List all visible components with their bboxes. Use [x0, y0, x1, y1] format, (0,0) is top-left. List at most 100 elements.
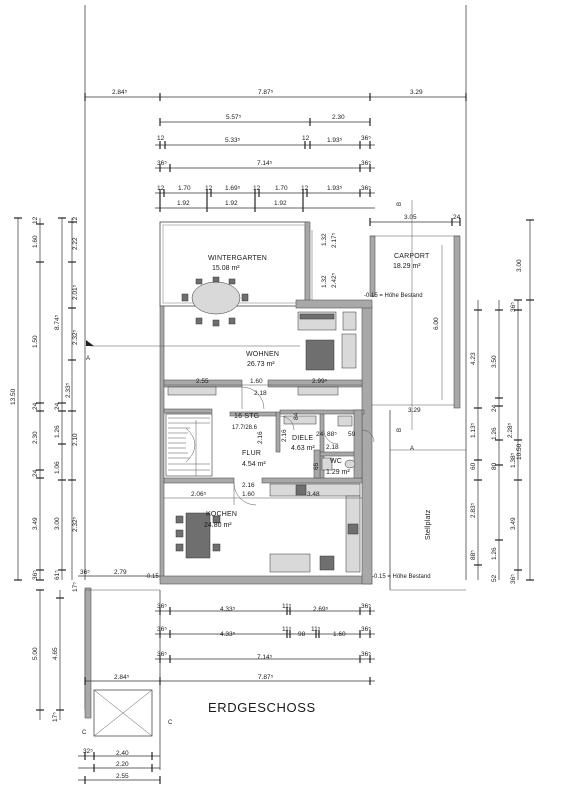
staircase: [165, 413, 213, 477]
dim-bot-r1-0: 36⁵: [157, 603, 167, 610]
dim-top-r5-6: 12: [301, 185, 309, 192]
dim-bot-r6-0: 2.20: [116, 761, 129, 768]
dim-left-c1-6: 3.49: [32, 517, 39, 530]
page-title: ERDGESCHOSS: [208, 700, 316, 715]
dim-carport-329: 3.29: [408, 407, 421, 414]
dimension-columns-left: 13.50 12 1.60 1.50 24 2.30 24 3.49 36⁵ 8…: [10, 216, 79, 722]
dim-top-r5-2: 12: [205, 185, 213, 192]
dim-bot-r4-1: 7.87⁵: [258, 674, 274, 681]
dim-bot-r2-1: 4.33⁵: [220, 631, 236, 638]
dim-bot-r5-1: 2.40: [116, 750, 129, 757]
dim-left-c1-5: 24: [32, 469, 39, 477]
dim-left-c1-1: 1.60: [32, 235, 39, 248]
dim-top-r1-2: 3.29: [410, 89, 423, 96]
section-b-top: B: [397, 202, 403, 206]
dim-carport-w: 3.05: [404, 214, 417, 221]
furniture: [167, 276, 361, 573]
dim-left-c3-7: 17⁵: [72, 582, 79, 592]
dim-left-c3-2: 2.01⁵: [72, 284, 79, 300]
note-hoehe-bottom: -0.15 = Höhe Bestand: [372, 574, 431, 580]
building-walls: [159, 221, 373, 585]
dim-bot-r3-2: 36⁵: [361, 651, 371, 658]
dim-right-c3-3: 3.49: [510, 517, 517, 530]
dim-int-diele-59: 59: [348, 431, 356, 438]
dim-bot-r1-1: 4.33⁵: [220, 606, 236, 613]
dim-int-wohn-right: 2.99⁵: [312, 378, 328, 385]
dim-int-wohn-mid: 1.60: [250, 378, 263, 385]
dim-int-kochen-160: 1.60: [242, 491, 255, 498]
dim-int-wc-65: 65: [313, 462, 320, 470]
dim-bot-r5-0: 32⁵: [83, 748, 93, 755]
dim-left-lower-1: 4.65: [52, 647, 59, 660]
dim-int-diele-24: 24: [316, 431, 324, 438]
dim-int-diele-88: 88⁵: [327, 431, 337, 438]
carport-area: 3.05 24 6.00 CARPORT 18.29 m² 3.29: [369, 214, 461, 414]
section-b-bottom: B: [397, 428, 403, 432]
dim-int-diele-w: 2.16: [281, 429, 288, 442]
dim-right-c1-2: 60: [470, 462, 477, 470]
dim-bot-r3-0: 36⁵: [157, 651, 167, 658]
dim-top-r4-2: 36⁵: [361, 160, 371, 167]
room-labels: WINTERGARTEN 15.08 m² WOHNEN 26.73 m² 16…: [204, 255, 350, 529]
dimension-rows-top: 2.84⁵ 7.87⁵ 3.29 5.57⁵ 2.30 12 5.33⁵ 12 …: [84, 89, 467, 212]
dim-top-r3-1: 5.33⁵: [225, 137, 241, 144]
dim-bot-r0-1: 2.79: [114, 569, 127, 576]
dim-left-lower-2: 17⁵: [52, 712, 59, 722]
room-wintergarten-area: 15.08 m²: [212, 265, 240, 272]
room-diele-name: DIELE: [292, 435, 313, 442]
dim-inner-top-2: 1.32: [321, 275, 328, 288]
dim-inner-top-1: 2.17⁵: [331, 232, 338, 248]
dim-bot-r0-0: 36⁵: [80, 569, 90, 576]
dim-right-c1-3: 2.83⁵: [470, 502, 477, 518]
note-minus015: -0.15: [145, 574, 159, 580]
section-c-right: C: [168, 720, 173, 726]
dim-left-outer: 13.50: [10, 388, 17, 405]
property-boundary: [84, 5, 467, 770]
dim-int-diele-84: 84: [293, 412, 300, 420]
dim-top-r6-1: 1.92: [225, 200, 238, 207]
dim-int-flur-216: 2.16: [257, 431, 264, 444]
room-stg-name: 16 STG: [234, 413, 259, 420]
dim-top-r2-0: 5.57⁵: [226, 114, 242, 121]
dim-bot-r1-2: 11⁵: [282, 603, 292, 610]
dim-left-c2-2: 1.26: [54, 425, 61, 438]
dim-top-r4-1: 7.14⁵: [257, 160, 273, 167]
dim-int-kochen-348: 3.48: [307, 491, 320, 498]
dim-top-r5-8: 36⁵: [361, 185, 371, 192]
dim-top-r5-0: 12: [157, 185, 165, 192]
dimension-rows-bottom: 36⁵ 2.79 36⁵ 4.33⁵ 11⁵ 2.69⁵ 36⁵ 36⁵ 4.3…: [78, 569, 375, 784]
dim-right-c3-0: 36⁵: [510, 302, 517, 312]
interior-dimensions: 2.55 1.60 2.99⁵ 2.18 2.16 2.18 88⁵ 59 24…: [164, 230, 362, 499]
dim-int-wohn-door: 2.18: [254, 390, 267, 397]
room-flur-area: 4.54 m²: [242, 461, 266, 468]
dim-left-c1-0: 12: [32, 216, 39, 224]
dim-left-c2-1: 24: [54, 402, 61, 410]
dim-right-outer-0: 3.00: [516, 259, 523, 272]
dim-left-c1-4: 2.30: [32, 431, 39, 444]
room-diele-area: 4.63 m²: [291, 445, 315, 452]
room-wohnen-name: WOHNEN: [246, 351, 279, 358]
room-wintergarten-name: WINTERGARTEN: [208, 255, 267, 262]
dim-right-c2-0: 3.50: [491, 355, 498, 368]
dim-carport-length: 6.00: [433, 317, 440, 330]
dim-bot-r3-1: 7.14⁵: [257, 654, 273, 661]
dim-bot-r2-4: 11⁵: [311, 626, 321, 633]
dim-int-kochen-206: 2.06⁵: [191, 491, 207, 498]
dim-top-r5-3: 1.69⁵: [225, 185, 241, 192]
dim-right-c3-4: 52: [491, 574, 498, 582]
dim-right-c2-3: 80: [491, 462, 498, 470]
dim-top-r3-3: 1.93⁵: [327, 137, 343, 144]
dim-right-c1-0: 4.23: [470, 352, 477, 365]
dim-right-c2-2: 1.26: [491, 427, 498, 440]
dim-right-c3-2: 1.38⁵: [510, 452, 517, 468]
dim-top-r2-1: 2.30: [332, 114, 345, 121]
doors: [233, 386, 375, 506]
dim-top-r1-1: 7.87⁵: [258, 89, 274, 96]
room-stg-ratio: 17.7/28.6: [232, 425, 258, 431]
section-marks: A B B A C C -0.15 = Höhe Bestand -0.15 =…: [82, 200, 431, 736]
room-kochen-area: 24.80 m²: [204, 522, 232, 529]
room-flur-name: FLUR: [242, 450, 261, 457]
dim-left-c1-3: 24: [32, 402, 39, 410]
dim-right-c2-1: 24: [491, 404, 498, 412]
